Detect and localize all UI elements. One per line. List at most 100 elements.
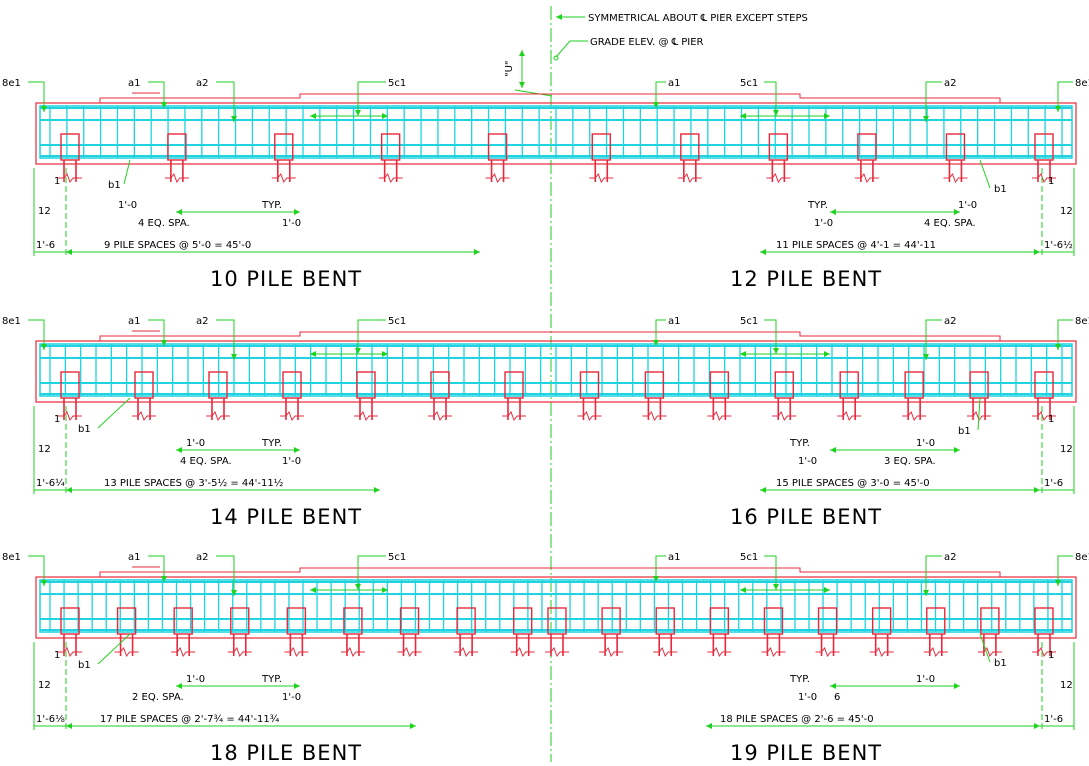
dim-eq-spa: 2 EQ. SPA. <box>132 692 184 703</box>
dim-1-0-b: 1'-0 <box>282 692 301 703</box>
pile <box>869 607 894 658</box>
dim-12: 12 <box>38 206 51 217</box>
dim-pile-spaces: 9 PILE SPACES @ 5'-0 = 45'-0 <box>104 240 251 251</box>
panel-title: 14 PILE BENT <box>210 505 362 529</box>
bar-label-5c1: 5c1 <box>388 316 406 327</box>
dim-eq-spa: 3 EQ. SPA. <box>884 456 936 467</box>
bar-label-a2: a2 <box>944 78 957 89</box>
bar-label-a1: a1 <box>668 552 681 563</box>
pile <box>378 133 403 184</box>
bar-label-b1: b1 <box>108 180 121 191</box>
pile <box>545 607 569 658</box>
dim-pile-spaces: 13 PILE SPACES @ 3'-5½ = 44'-11½ <box>104 477 284 489</box>
dim-end: 1'-6½ <box>1044 239 1073 251</box>
pile <box>854 133 879 184</box>
dim-1-0-b: 1'-0 <box>814 218 833 229</box>
panel-title: 19 PILE BENT <box>730 741 882 765</box>
pile <box>761 607 786 658</box>
pier-cap-outline <box>35 102 1077 165</box>
dim-12: 12 <box>1060 206 1073 217</box>
dim-end: 1'-6¼ <box>36 477 65 489</box>
pile <box>837 371 862 422</box>
pier-cap-outline <box>35 340 1077 403</box>
pile <box>577 371 602 422</box>
bar-label-5c1: 5c1 <box>388 78 406 89</box>
dim-eq-spa: 4 EQ. SPA. <box>924 218 976 229</box>
pile <box>58 371 82 422</box>
bar-label-8e1: 8e1 <box>1075 552 1089 563</box>
pile <box>589 133 614 184</box>
panel-title: 16 PILE BENT <box>730 505 882 529</box>
dim-eq-spa: 4 EQ. SPA. <box>138 218 190 229</box>
bar-label-8e1: 8e1 <box>2 316 21 327</box>
dim-typ: TYP. <box>261 438 282 449</box>
dim-pile-spaces: 18 PILE SPACES @ 2'-6 = 45'-0 <box>720 714 874 725</box>
pile <box>206 371 230 422</box>
pile <box>943 133 968 184</box>
dim-1-0-b: 1'-0 <box>282 456 301 467</box>
bar-label-8e1: 8e1 <box>1075 316 1089 327</box>
dim-end: 1'-6⅛ <box>36 714 65 725</box>
bar-label-5c1: 5c1 <box>740 552 758 563</box>
dim-1-0-b: 1'-0 <box>798 456 817 467</box>
bar-label-a1: a1 <box>128 316 141 327</box>
dim-end: 1'-6 <box>1044 714 1063 725</box>
dim-end: 1'-6 <box>36 240 55 251</box>
pile <box>340 607 365 658</box>
dim-end: 1'-6 <box>1044 478 1063 489</box>
bar-label-a2: a2 <box>196 552 209 563</box>
pile <box>454 607 479 658</box>
u-dimension: "U" <box>504 60 515 77</box>
bar-label-a1: a1 <box>128 552 141 563</box>
bar-label-a1: a1 <box>668 78 681 89</box>
bar-label-b1: b1 <box>78 660 91 671</box>
bar-label-b1: b1 <box>994 184 1007 195</box>
dim-1-0-b: 1'-0 <box>282 218 301 229</box>
pile <box>397 607 422 658</box>
dim-1-0: 1'-0 <box>916 674 935 685</box>
dim-12: 12 <box>1060 444 1073 455</box>
pile <box>227 607 252 658</box>
dim-1-0: 1'-0 <box>916 438 935 449</box>
pile <box>284 607 309 658</box>
dim-pile-spaces: 11 PILE SPACES @ 4'-1 = 44'-11 <box>776 240 936 251</box>
dim-1: 1 <box>1048 414 1054 425</box>
dim-typ: TYP. <box>789 674 810 685</box>
pile <box>902 371 927 422</box>
dim-typ: TYP. <box>261 674 282 685</box>
bar-label-a2: a2 <box>196 316 209 327</box>
panel-title: 18 PILE BENT <box>210 741 362 765</box>
top-notes: SYMMETRICAL ABOUT ℄ PIER EXCEPT STEPS GR… <box>504 13 808 97</box>
pile <box>354 371 378 422</box>
dim-6: 6 <box>834 692 840 703</box>
dim-1-0-b: 1'-0 <box>798 692 817 703</box>
pile <box>677 133 702 184</box>
pile <box>815 607 840 658</box>
dim-1-0: 1'-0 <box>186 674 205 685</box>
pile <box>58 607 82 658</box>
dim-1: 1 <box>1048 176 1054 187</box>
pile <box>164 133 189 184</box>
pile <box>485 133 510 184</box>
pile <box>967 371 992 422</box>
bar-label-8e1: 8e1 <box>1075 78 1089 89</box>
panel-title: 12 PILE BENT <box>730 267 882 291</box>
bar-label-b1: b1 <box>994 658 1007 669</box>
symmetrical-note: SYMMETRICAL ABOUT ℄ PIER EXCEPT STEPS <box>588 13 808 24</box>
bar-label-b1: b1 <box>958 426 971 437</box>
dim-pile-spaces: 17 PILE SPACES @ 2'-7¾ = 44'-11¾ <box>100 714 280 725</box>
bar-label-8e1: 8e1 <box>2 78 21 89</box>
pile <box>132 371 156 422</box>
bar-label-a1: a1 <box>128 78 141 89</box>
dim-pile-spaces: 15 PILE SPACES @ 3'-0 = 45'-0 <box>776 478 930 489</box>
dim-1: 1 <box>54 414 60 425</box>
bar-label-5c1: 5c1 <box>388 552 406 563</box>
pile <box>653 607 678 658</box>
bar-label-a2: a2 <box>196 78 209 89</box>
dim-12: 12 <box>1060 680 1073 691</box>
pile <box>280 371 304 422</box>
bar-label-5c1: 5c1 <box>740 316 758 327</box>
